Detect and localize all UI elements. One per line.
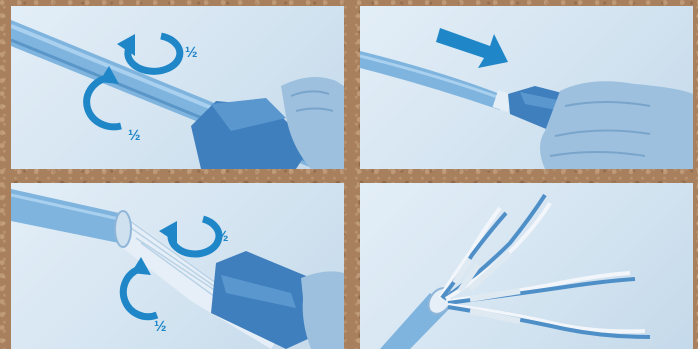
half-turn-label: ½ bbox=[216, 228, 229, 245]
stripped-cable-illustration bbox=[360, 183, 693, 349]
push-arrow-icon bbox=[360, 6, 693, 169]
step-2-panel bbox=[360, 6, 693, 169]
step-3-panel: ½ ½ bbox=[11, 183, 344, 349]
step-1-panel: ½ ½ bbox=[11, 6, 344, 169]
half-turn-label: ½ bbox=[128, 127, 141, 144]
rotate-arrow-icon bbox=[11, 6, 344, 169]
half-turn-label: ½ bbox=[154, 318, 167, 335]
rotate-arrow-icon bbox=[11, 183, 344, 349]
half-turn-label: ½ bbox=[185, 44, 198, 61]
step-4-panel bbox=[360, 183, 693, 349]
